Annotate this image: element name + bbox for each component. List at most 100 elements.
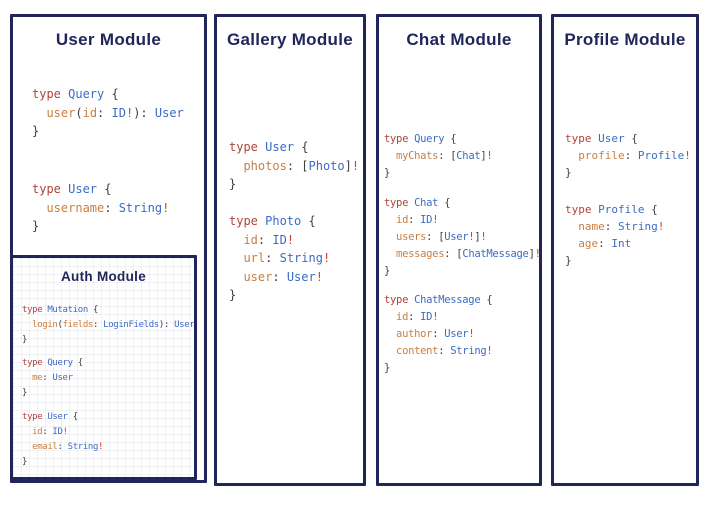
code-token: {: [87, 305, 99, 315]
code-token: !: [432, 311, 439, 323]
code-token: [32, 201, 46, 215]
code-token: !: [534, 248, 541, 260]
chat-module-box: Chat Module type Query { myChats: [Chat]…: [376, 14, 542, 486]
code-token: ID: [111, 105, 126, 120]
code-token: }: [32, 219, 40, 233]
code-line: url: String!: [229, 249, 330, 268]
code-token: type: [22, 305, 48, 315]
code-line: users: [User!]!: [384, 229, 541, 246]
code-token: !: [286, 232, 295, 247]
code-token: [384, 214, 396, 226]
code-token: String: [118, 200, 163, 215]
code-token: (: [75, 105, 83, 120]
code-token: Profile: [598, 203, 645, 216]
code-token: username: [46, 200, 105, 215]
code-token: type: [384, 197, 415, 209]
code-line: type Query {: [384, 131, 492, 148]
code-token: User: [68, 182, 98, 196]
code-line: type Chat {: [384, 195, 541, 212]
code-block: type Query { myChats: [Chat]!}: [384, 131, 493, 182]
code-token: [565, 237, 578, 250]
code-token: }: [384, 362, 391, 374]
code-token: !: [486, 150, 493, 162]
code-token: !: [657, 220, 665, 233]
profile-module-title: Profile Module: [564, 30, 686, 49]
code-block: type ChatMessage { id: ID! author: User!…: [384, 292, 493, 377]
code-block: type User { profile: Profile!}: [565, 130, 691, 181]
code-token: }: [384, 167, 391, 179]
code-line: email: String!: [22, 440, 103, 455]
code-token: [565, 149, 578, 162]
code-token: [384, 328, 396, 340]
code-block: type User { photos: [Photo]!}: [229, 138, 359, 194]
code-token: ID: [272, 232, 287, 247]
code-token: id: [396, 214, 409, 226]
code-token: type: [565, 132, 599, 145]
code-token: :: [408, 311, 421, 323]
code-token: [: [301, 158, 309, 173]
code-token: [384, 150, 396, 162]
user-module-title: User Module: [55, 30, 162, 49]
code-line: username: String!: [32, 199, 169, 218]
code-token: content: [396, 345, 439, 357]
code-line: }: [229, 175, 359, 194]
code-line: id: ID!: [22, 425, 103, 440]
code-token: [32, 106, 46, 120]
code-token: !: [468, 328, 475, 340]
code-token: !: [315, 269, 323, 284]
code-token: [384, 248, 396, 260]
code-token: {: [480, 294, 493, 306]
code-line: }: [229, 286, 330, 305]
code-token: users: [396, 231, 427, 243]
code-token: ChatMessage: [462, 248, 529, 260]
code-block: type Query { me: User}: [22, 356, 83, 401]
code-line: user(id: ID!): User: [32, 104, 183, 123]
code-token: messages: [396, 248, 445, 260]
code-token: fields: [62, 320, 94, 330]
code-token: [229, 233, 243, 247]
code-token: type: [32, 87, 69, 101]
code-line: id: ID!: [384, 212, 541, 229]
code-token: id: [243, 232, 258, 247]
code-token: Profile: [637, 149, 685, 162]
code-token: [: [438, 231, 445, 243]
code-line: }: [22, 386, 83, 401]
auth-module-box: Auth Module type Mutation { login(fields…: [10, 255, 197, 480]
code-line: }: [384, 165, 492, 182]
code-token: User: [265, 140, 295, 154]
code-token: :: [265, 251, 280, 265]
code-token: id: [82, 105, 98, 120]
code-token: }: [22, 335, 28, 345]
code-token: myChats: [396, 150, 439, 162]
code-line: }: [384, 263, 541, 280]
code-line: }: [32, 217, 169, 236]
code-block: type User { id: ID! email: String!}: [22, 410, 103, 470]
code-token: [22, 442, 32, 452]
code-token: Query: [47, 358, 73, 368]
code-line: myChats: [Chat]!: [384, 148, 493, 165]
code-token: LoginFields: [103, 320, 159, 330]
code-line: age: Int: [565, 235, 664, 252]
code-line: }: [22, 455, 103, 470]
code-token: [229, 270, 243, 284]
code-token: }: [22, 457, 28, 467]
code-token: me: [32, 373, 43, 383]
code-line: type User {: [32, 180, 169, 199]
code-line: author: User!: [384, 326, 492, 343]
code-token: [229, 251, 243, 265]
code-token: }: [32, 124, 40, 138]
code-token: [229, 159, 243, 173]
code-token: :: [92, 320, 104, 330]
code-token: ):: [133, 105, 155, 120]
code-block: type Profile { name: String! age: Int}: [565, 201, 664, 269]
code-token: Int: [611, 237, 632, 250]
code-line: type User {: [565, 130, 691, 147]
code-token: String: [450, 345, 487, 357]
code-token: [: [450, 150, 457, 162]
code-line: type User {: [22, 410, 103, 425]
code-token: Mutation: [47, 305, 88, 315]
code-token: id: [396, 311, 409, 323]
code-token: !: [162, 200, 170, 215]
code-token: User: [444, 231, 469, 243]
code-token: :: [286, 158, 302, 173]
